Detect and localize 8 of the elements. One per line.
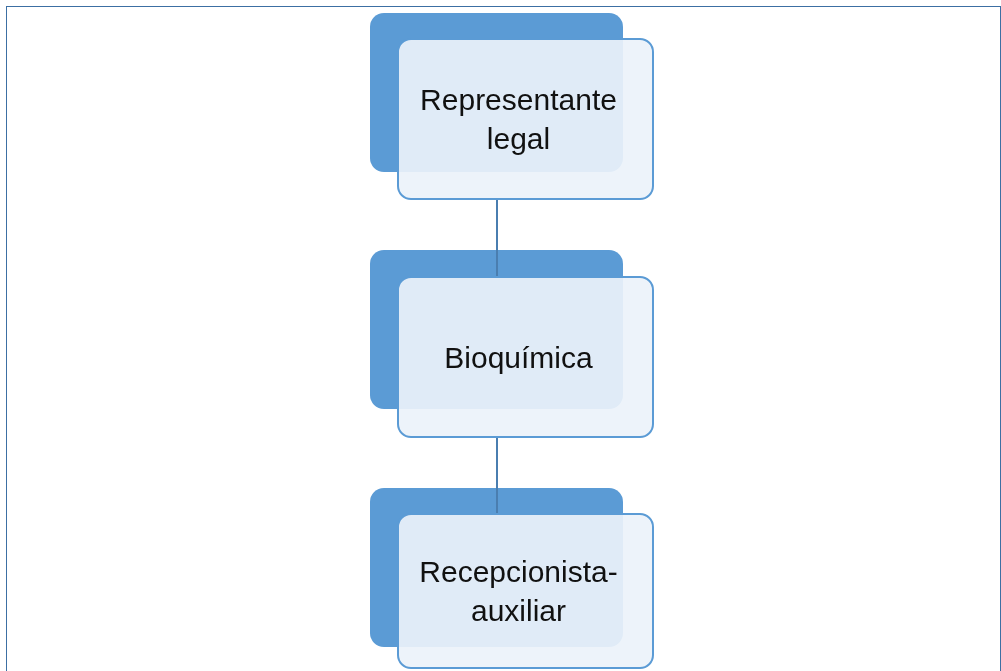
box-label: Recepcionista- auxiliar xyxy=(418,554,619,629)
connector-line xyxy=(496,199,498,277)
box-label: Bioquímica xyxy=(443,339,594,376)
process-box xyxy=(397,276,654,438)
process-box xyxy=(397,513,654,669)
connector-line xyxy=(496,437,498,514)
box-label: Representante legal xyxy=(419,82,618,157)
process-box xyxy=(397,38,654,200)
